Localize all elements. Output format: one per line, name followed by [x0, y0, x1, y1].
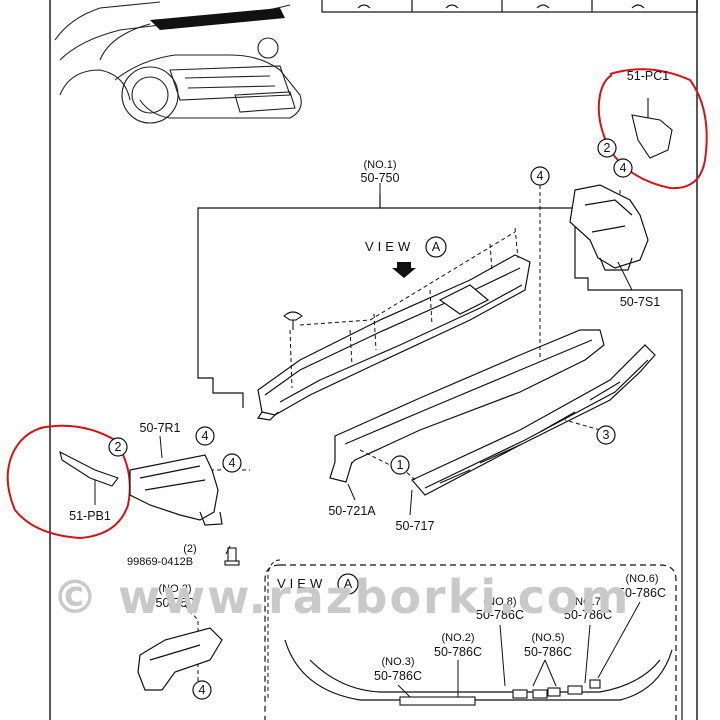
- cowl-highlight-on-car: [150, 8, 285, 30]
- callout-4: 4: [202, 429, 209, 443]
- fastener-clip: [283, 311, 303, 330]
- part-labels: 51-PC1 (NO.1) 50-750 50-7S1 50-7R1 51-PB…: [69, 69, 669, 683]
- cowl-dashed-guides: [179, 185, 621, 700]
- part-label-50-7s1: 50-7S1: [620, 295, 660, 309]
- callout-4: 4: [537, 169, 544, 183]
- view-a-detail-box: [264, 564, 677, 720]
- seal-51-pb1: [59, 450, 119, 487]
- part-label-50-786c: 50-786C: [524, 645, 572, 659]
- highlight-circle-51-pc1: [597, 68, 708, 190]
- view-a-label-top: VIEW: [365, 239, 414, 254]
- part-label-50-750-no2: 50-750: [156, 596, 195, 610]
- part-no-label: (NO.1): [364, 159, 397, 171]
- vehicle-location-sketch: [54, 1, 302, 124]
- part-no-label: (NO.2): [442, 632, 475, 644]
- callout-markers: [108, 138, 633, 700]
- view-letter-circle: [337, 573, 359, 595]
- callout-circle: [222, 453, 242, 473]
- part-label-50-7r1: 50-7R1: [140, 421, 181, 435]
- view-a-letter-bottom: A: [344, 577, 353, 591]
- seal-51-pc1: [631, 98, 673, 159]
- part-label-50-786c: 50-786C: [564, 608, 612, 622]
- cowl-top-leader-lines: [289, 227, 519, 389]
- reference-table: [321, 0, 698, 13]
- bottom-leader-lines: [397, 601, 641, 698]
- part-no-label: (NO.8): [484, 596, 517, 608]
- part-no-label: (NO.5): [532, 632, 565, 644]
- view-letter-circle: [425, 236, 447, 258]
- callout-4: 4: [199, 683, 206, 697]
- callout-numbers: 4 2 4 3 1 4 4 2 4: [115, 141, 627, 697]
- callout-circle: [597, 138, 617, 158]
- callout-4: 4: [229, 456, 236, 470]
- cowl-lower-bar: [411, 344, 656, 496]
- part-no-label: (NO.2): [159, 583, 192, 595]
- label-leaders: [94, 183, 633, 555]
- part-label-bolt: 99869-0412B: [127, 556, 193, 568]
- callout-circle: [596, 425, 616, 445]
- watermark-text: www.razborki.com: [118, 570, 630, 624]
- part-label-50-786c: 50-786C: [434, 645, 482, 659]
- part-label-50-786c: 50-786C: [476, 608, 524, 622]
- windshield-base-outline: [284, 639, 673, 701]
- view-arrow-icon: [392, 262, 416, 278]
- bracket-50-750-no2: [137, 627, 223, 691]
- red-highlight-marks: [6, 68, 708, 540]
- part-no-label: (NO.3): [382, 656, 415, 668]
- part-label-50-786c: 50-786C: [618, 586, 666, 600]
- part-label-51-pb1: 51-PB1: [69, 509, 111, 523]
- callout-2: 2: [115, 440, 122, 454]
- cowl-top-panel: [256, 254, 531, 421]
- callout-circle: [192, 680, 212, 700]
- callout-circle: [613, 158, 633, 178]
- assembly-bracket: [197, 194, 683, 720]
- part-label-51-pc1: 51-PC1: [627, 69, 669, 83]
- part-label-50-721a: 50-721A: [328, 504, 376, 518]
- callout-circle: [390, 455, 410, 475]
- callout-circle: [195, 426, 215, 446]
- bolt-quantity: (2): [183, 543, 196, 555]
- part-label-50-750: 50-750: [361, 171, 400, 185]
- bracket-50-7s1: [569, 184, 649, 271]
- callout-circle: [530, 166, 550, 186]
- callout-2: 2: [604, 141, 611, 155]
- view-a-label-bottom: VIEW: [277, 576, 326, 591]
- part-label-50-717: 50-717: [396, 519, 435, 533]
- cowl-inner-panel: [329, 329, 605, 483]
- watermark: © www.razborki.com: [52, 570, 630, 624]
- part-no-label: (NO.6): [626, 573, 659, 585]
- part-label-50-786c: 50-786C: [374, 669, 422, 683]
- part-no-label: (NO.7): [572, 596, 605, 608]
- seal-strips: [399, 679, 601, 706]
- callout-3: 3: [603, 428, 610, 442]
- page-frame: [49, 0, 698, 720]
- copyright-icon: ©: [52, 570, 100, 624]
- view-a-letter-top: A: [432, 240, 441, 254]
- bolt-99869: [224, 547, 240, 566]
- callout-4: 4: [620, 161, 627, 175]
- bracket-50-7r1: [129, 454, 223, 526]
- callout-1: 1: [397, 458, 404, 472]
- callout-circle: [108, 437, 128, 457]
